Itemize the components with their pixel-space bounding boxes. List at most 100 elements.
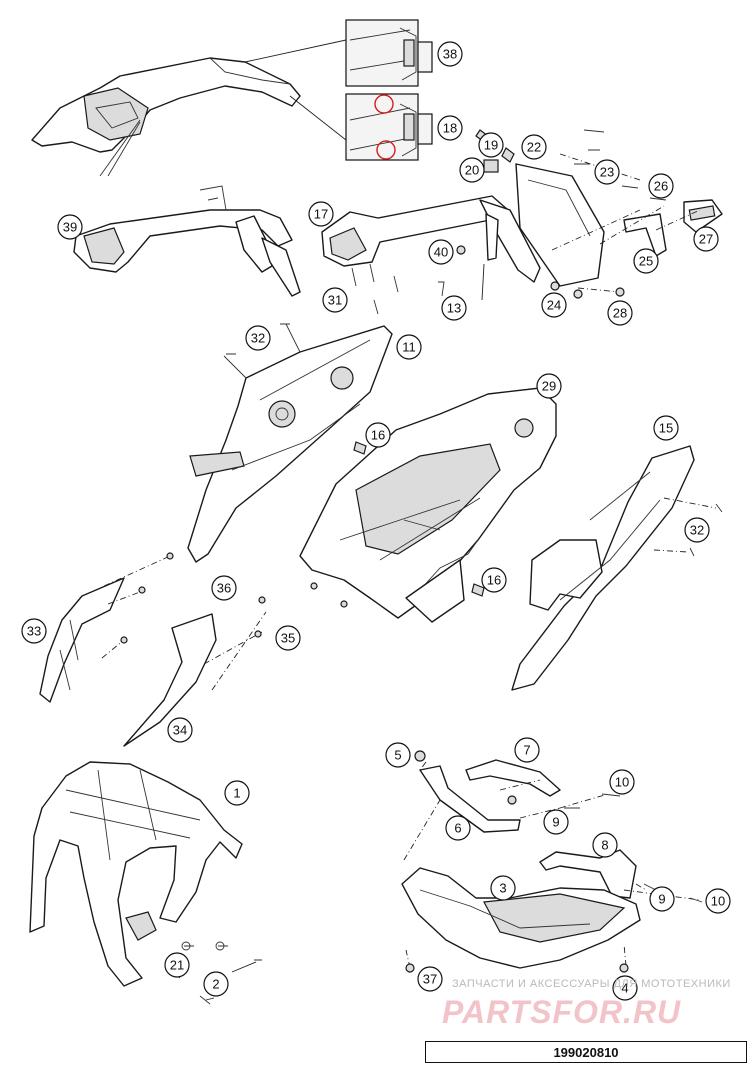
svg-text:7: 7 xyxy=(523,743,530,758)
subframe-39 xyxy=(73,185,301,297)
svg-text:29: 29 xyxy=(542,379,556,394)
callout-8: 8 xyxy=(592,832,618,858)
callout-33: 33 xyxy=(21,618,47,644)
svg-text:8: 8 xyxy=(601,838,608,853)
front-fender-1 xyxy=(29,761,243,987)
svg-text:34: 34 xyxy=(173,723,187,738)
svg-text:6: 6 xyxy=(454,821,461,836)
callout-19: 19 xyxy=(478,132,504,158)
callout-10b: 10 xyxy=(705,888,731,914)
watermark-logo: PARTSFOR.RU xyxy=(442,994,682,1030)
fasteners-bottom xyxy=(403,750,703,973)
callout-10a: 10 xyxy=(609,769,635,795)
bracket-8 xyxy=(539,849,637,899)
svg-text:28: 28 xyxy=(613,306,627,321)
svg-text:31: 31 xyxy=(328,293,342,308)
clip-16a xyxy=(353,441,367,455)
callout-22: 22 xyxy=(521,134,547,160)
callout-1: 1 xyxy=(224,780,250,806)
svg-text:5: 5 xyxy=(394,748,401,763)
svg-text:36: 36 xyxy=(217,581,231,596)
callout-25: 25 xyxy=(633,248,659,274)
svg-text:15: 15 xyxy=(659,421,673,436)
callout-38: 38 xyxy=(437,41,463,67)
svg-text:10: 10 xyxy=(711,894,725,909)
callout-16a: 16 xyxy=(365,422,391,448)
callout-20: 20 xyxy=(459,157,485,183)
callout-28: 28 xyxy=(607,300,633,326)
subframe-top xyxy=(31,57,301,177)
callout-4: 4 xyxy=(612,975,638,1001)
svg-text:20: 20 xyxy=(465,163,479,178)
callout-15: 15 xyxy=(653,415,679,441)
svg-text:23: 23 xyxy=(600,165,614,180)
callout-21: 21 xyxy=(164,952,190,978)
callout-5: 5 xyxy=(385,742,411,768)
svg-text:17: 17 xyxy=(314,207,328,222)
cover-33 xyxy=(39,577,125,703)
svg-text:24: 24 xyxy=(547,298,561,313)
svg-text:27: 27 xyxy=(699,232,713,247)
svg-text:39: 39 xyxy=(63,220,77,235)
callout-7: 7 xyxy=(514,737,540,763)
side-cover-11 xyxy=(187,323,393,563)
callout-26: 26 xyxy=(648,173,674,199)
svg-text:26: 26 xyxy=(654,179,668,194)
svg-text:10: 10 xyxy=(615,775,629,790)
subframe-17 xyxy=(321,195,541,301)
callout-37: 37 xyxy=(417,966,443,992)
svg-text:16: 16 xyxy=(371,428,385,443)
callout-29: 29 xyxy=(536,373,562,399)
watermark-tagline: ЗАПЧАСТИ И АКСЕССУАРЫ ДЛЯ МОТОТЕХНИКИ xyxy=(452,978,731,990)
callout-2: 2 xyxy=(203,971,229,997)
svg-text:4: 4 xyxy=(621,981,628,996)
svg-text:25: 25 xyxy=(639,254,653,269)
callout-39: 39 xyxy=(57,214,83,240)
callout-40: 40 xyxy=(428,239,454,265)
svg-text:33: 33 xyxy=(27,624,41,639)
svg-text:32: 32 xyxy=(690,523,704,538)
callout-18: 18 xyxy=(437,115,463,141)
inset-detail-38 xyxy=(345,19,433,87)
svg-text:16: 16 xyxy=(487,573,501,588)
callout-3: 3 xyxy=(490,875,516,901)
svg-text:35: 35 xyxy=(281,631,295,646)
svg-text:9: 9 xyxy=(658,892,665,907)
svg-text:9: 9 xyxy=(552,815,559,830)
callout-32b: 32 xyxy=(684,517,710,543)
fasteners-mid xyxy=(101,323,723,691)
callout-32a: 32 xyxy=(245,325,271,351)
callout-11: 11 xyxy=(396,334,422,360)
callout-35: 35 xyxy=(275,625,301,651)
svg-text:19: 19 xyxy=(484,138,498,153)
callout-9b: 9 xyxy=(649,886,675,912)
svg-text:13: 13 xyxy=(447,301,461,316)
skid-plate-3 xyxy=(401,867,641,969)
callout-27: 27 xyxy=(693,226,719,252)
callout-17: 17 xyxy=(308,201,334,227)
plate-holder-22 xyxy=(515,163,605,287)
callout-34: 34 xyxy=(167,717,193,743)
rear-tray-29 xyxy=(299,387,557,623)
callout-24: 24 xyxy=(541,292,567,318)
callout-23: 23 xyxy=(594,159,620,185)
callout-16b: 16 xyxy=(481,567,507,593)
svg-text:37: 37 xyxy=(423,972,437,987)
cover-34 xyxy=(123,613,217,747)
svg-text:22: 22 xyxy=(527,140,541,155)
callout-9a: 9 xyxy=(543,809,569,835)
callout-13: 13 xyxy=(441,295,467,321)
svg-text:32: 32 xyxy=(251,331,265,346)
svg-text:40: 40 xyxy=(434,245,448,260)
bracket-6 xyxy=(419,765,521,833)
svg-text:21: 21 xyxy=(170,958,184,973)
reflector-27 xyxy=(683,199,723,233)
svg-text:1: 1 xyxy=(233,786,240,801)
inset-detail-18 xyxy=(345,93,433,161)
svg-text:11: 11 xyxy=(402,340,416,355)
svg-text:18: 18 xyxy=(443,121,457,136)
svg-text:38: 38 xyxy=(443,47,457,62)
svg-text:3: 3 xyxy=(499,881,506,896)
